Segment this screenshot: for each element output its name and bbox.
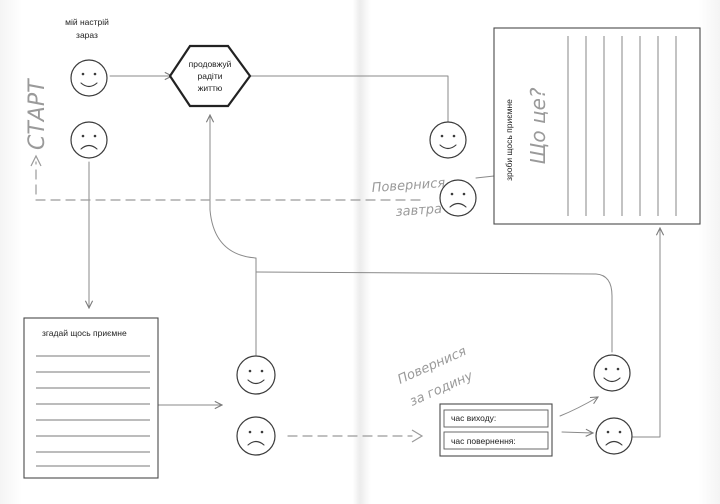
arrow-up-to-note <box>631 228 660 438</box>
smiley-happy-icon <box>593 354 631 392</box>
smiley-happy-icon <box>429 121 467 159</box>
arrow-form-to-happy <box>559 397 598 417</box>
exit-time-label: час виходу: <box>451 413 496 423</box>
smiley-happy-icon <box>70 59 108 97</box>
time-form <box>439 403 553 457</box>
do-something-nice-label: зроби щось приємне <box>504 99 514 181</box>
arrow-back-to-hexagon-top <box>240 76 449 123</box>
remember-something-nice-label: згадай щось приємне <box>42 328 127 338</box>
smiley-sad-icon <box>236 416 276 456</box>
return-time-label: час повернення: <box>451 436 516 446</box>
dashed-loop-to-start <box>35 161 421 201</box>
note-card <box>493 27 701 225</box>
line-across-to-right <box>255 271 613 353</box>
smiley-happy-icon <box>236 355 276 395</box>
smiley-sad-icon <box>439 179 477 217</box>
hexagon-line-2: радіти <box>198 71 223 81</box>
line-sad-to-note <box>475 175 495 179</box>
dashed-arrow-head <box>30 154 42 167</box>
smiley-sad-icon <box>595 417 633 455</box>
dashed-form-arrow-head <box>411 429 424 443</box>
hexagon-node <box>168 44 252 108</box>
mood-label-line-1: мій настрій <box>65 17 109 27</box>
exit-time-field[interactable] <box>443 409 549 428</box>
mood-label-line-2: зараз <box>76 30 98 40</box>
come-back-tomorrow-line-1: Повернися <box>371 176 446 196</box>
arrow-form-to-sad <box>561 432 593 433</box>
come-back-tomorrow-line-2: завтра <box>395 202 442 220</box>
start-label: СТАРТ <box>25 78 50 150</box>
what-is-it-label: Що це? <box>526 87 550 164</box>
smiley-sad-icon <box>70 121 108 159</box>
line-up-to-hexagon <box>210 115 257 356</box>
hexagon-line-1: продовжуй <box>189 59 232 69</box>
return-time-field[interactable] <box>443 431 549 450</box>
lined-paper <box>23 317 159 479</box>
hexagon-line-3: життю <box>198 83 223 93</box>
